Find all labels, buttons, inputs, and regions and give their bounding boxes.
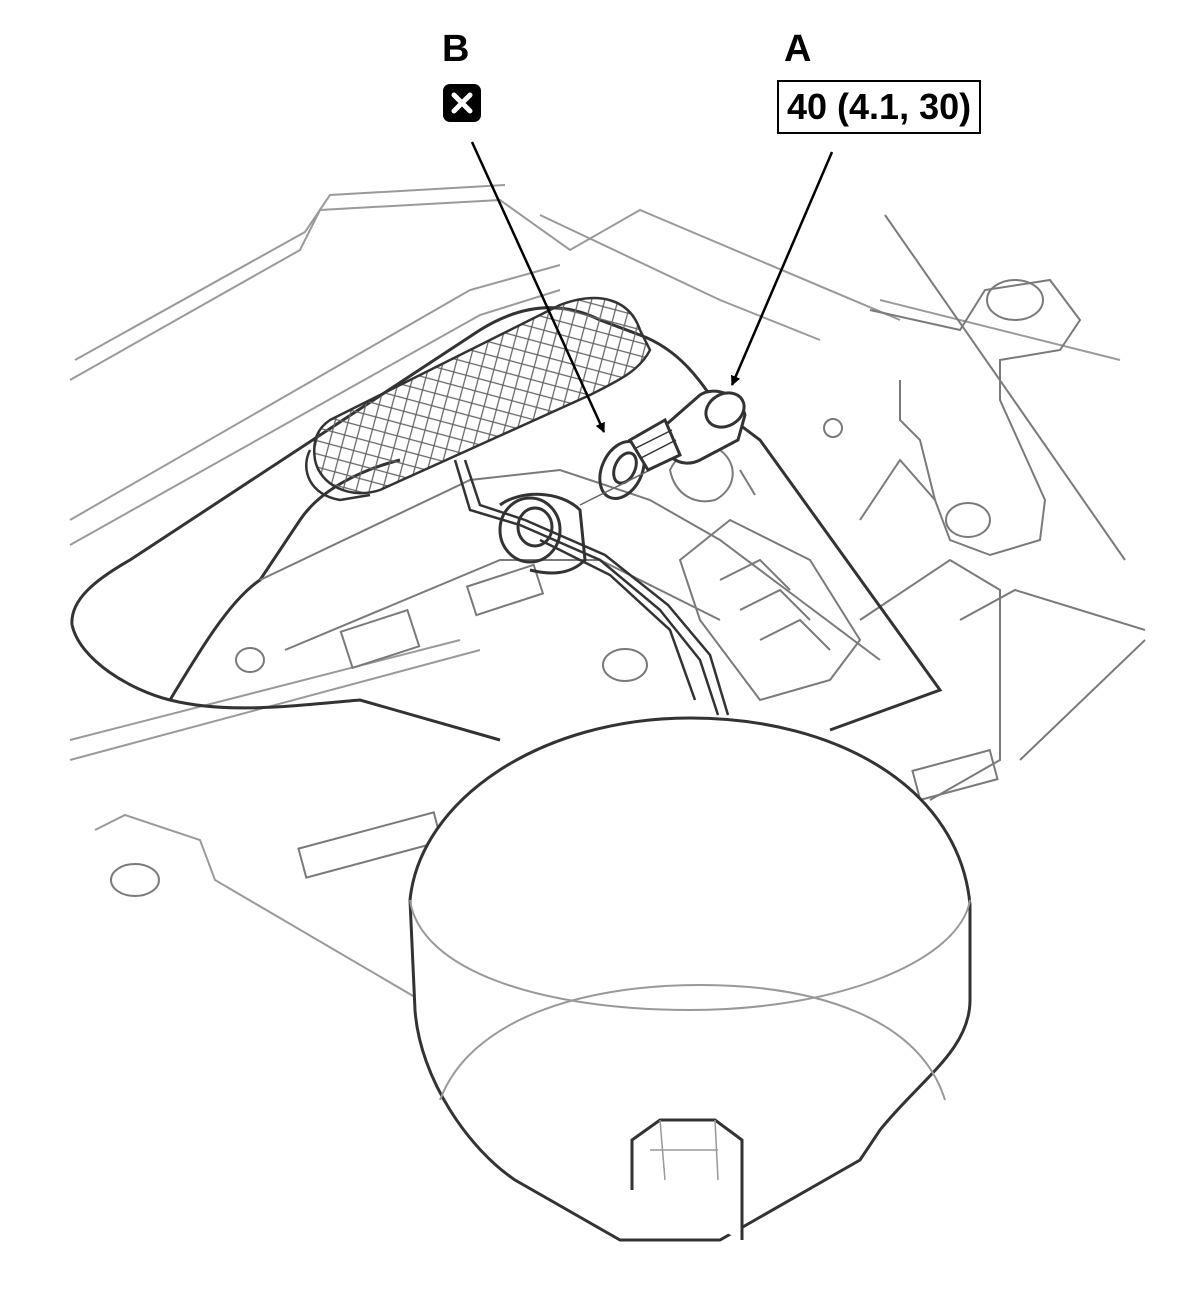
callout-a-label: A (784, 28, 812, 70)
callout-a-leader (730, 151, 834, 386)
callout-b-leader (470, 141, 606, 433)
braided-flex-pipe (305, 296, 652, 502)
oil-pan-details (110, 445, 881, 897)
wire-harness (453, 459, 730, 716)
oil-filter (408, 716, 972, 1242)
right-bracket (823, 214, 1146, 802)
leader-arrows (470, 141, 834, 433)
replace-part-icon (443, 84, 481, 122)
drain-hole-grommet (498, 492, 587, 575)
torque-spec-label: 40 (4.1, 30) (777, 80, 982, 134)
callout-b-label: B (442, 28, 470, 70)
drain-bolt (627, 389, 747, 472)
body-panel (69, 184, 1121, 1001)
